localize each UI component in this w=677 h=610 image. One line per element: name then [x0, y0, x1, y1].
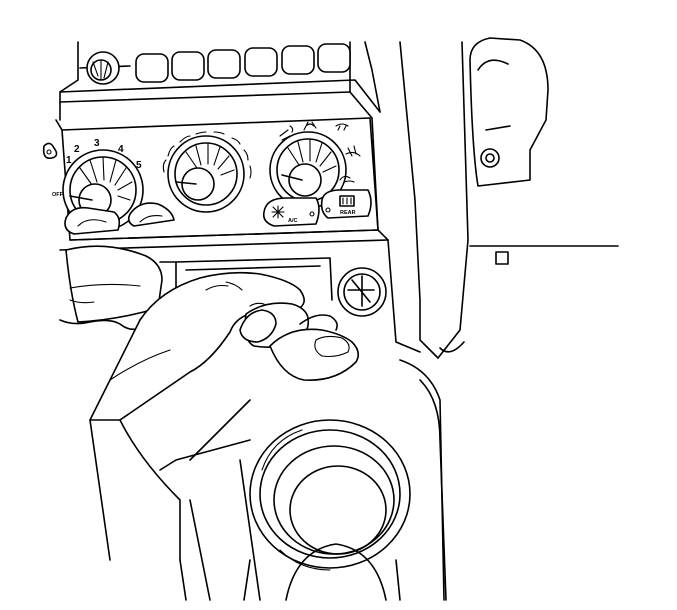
- mode-knob: [269, 131, 347, 209]
- center-console: [159, 359, 447, 601]
- ac-button-label: A/C: [288, 218, 298, 224]
- console-trim-line: [189, 459, 401, 601]
- floor-mode-icon: [303, 121, 317, 131]
- fan-off-label: OFF: [52, 192, 64, 198]
- headlamp-knob: [86, 51, 120, 85]
- shifter-boot: [249, 419, 411, 601]
- vent-mode-icon: [279, 125, 294, 141]
- switch-row: [135, 43, 351, 83]
- defrost-mode-icon: [335, 123, 349, 131]
- fan-speed-2-label: 2: [74, 144, 80, 155]
- fan-speed-3-label: 3: [94, 138, 100, 149]
- fan-icon: [42, 142, 58, 160]
- rear-defrost-button: REAR: [320, 189, 372, 219]
- right-door-trim: [399, 37, 619, 359]
- fan-speed-1-label: 1: [66, 155, 72, 166]
- recirculation-icon: [339, 175, 355, 183]
- lower-bezel: [139, 239, 421, 353]
- windshield-defrost-icon: [345, 145, 361, 157]
- temperature-knob: [162, 131, 252, 213]
- fan-speed-5-label: 5: [136, 160, 142, 171]
- rear-defrost-label: REAR: [340, 210, 356, 216]
- ac-button: A/C: [262, 197, 320, 227]
- lower-left-buttons: [64, 202, 175, 235]
- power-outlet: [337, 267, 387, 317]
- fan-speed-4-label: 4: [118, 144, 124, 155]
- ac-snowflake-icon: [271, 205, 285, 219]
- rear-defrost-icon: [339, 195, 355, 207]
- hand-illustration: [59, 245, 360, 561]
